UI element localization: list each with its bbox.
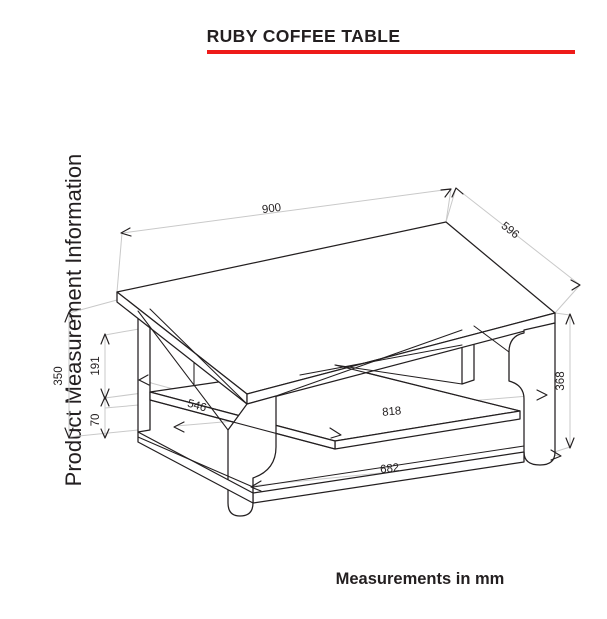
dim-label-368: 368 bbox=[555, 371, 567, 390]
leg-front-right bbox=[508, 322, 556, 466]
dim-label-682: 682 bbox=[380, 462, 400, 476]
shelf-underside-left-line bbox=[149, 399, 336, 450]
dim-label-70: 70 bbox=[90, 414, 102, 427]
dim-label-596: 596 bbox=[499, 220, 522, 241]
dim-label-350: 350 bbox=[53, 366, 65, 385]
stretcher-front-rail bbox=[252, 451, 525, 504]
leg-back-left bbox=[137, 308, 151, 433]
dimension-labels-group: 900 596 350 191 70 368 546 818 682 bbox=[53, 202, 567, 476]
stretcher-left-rail-line bbox=[137, 436, 254, 488]
dim-label-191: 191 bbox=[90, 356, 102, 375]
apron-left-upper-line bbox=[137, 310, 229, 431]
apron-left-lower-line bbox=[149, 308, 248, 405]
table-geometry-group bbox=[116, 221, 556, 517]
title-underline-rule bbox=[207, 50, 575, 54]
apron-back-line bbox=[299, 344, 463, 376]
shelf-back-support-line bbox=[334, 364, 463, 385]
stretcher-front-rail-line bbox=[252, 445, 525, 488]
shelf-rear-edge-line bbox=[334, 364, 521, 412]
apron-right-lower-line bbox=[473, 325, 510, 353]
dim-label-900: 900 bbox=[261, 202, 282, 216]
apron-back-top-line bbox=[275, 329, 463, 397]
dim-label-546: 546 bbox=[186, 398, 208, 415]
page-title: RUBY COFFEE TABLE bbox=[206, 26, 401, 46]
measurement-units-note: Measurements in mm bbox=[335, 570, 505, 588]
dim-label-818: 818 bbox=[382, 405, 402, 419]
dimension-arrowheads-group bbox=[64, 187, 581, 492]
